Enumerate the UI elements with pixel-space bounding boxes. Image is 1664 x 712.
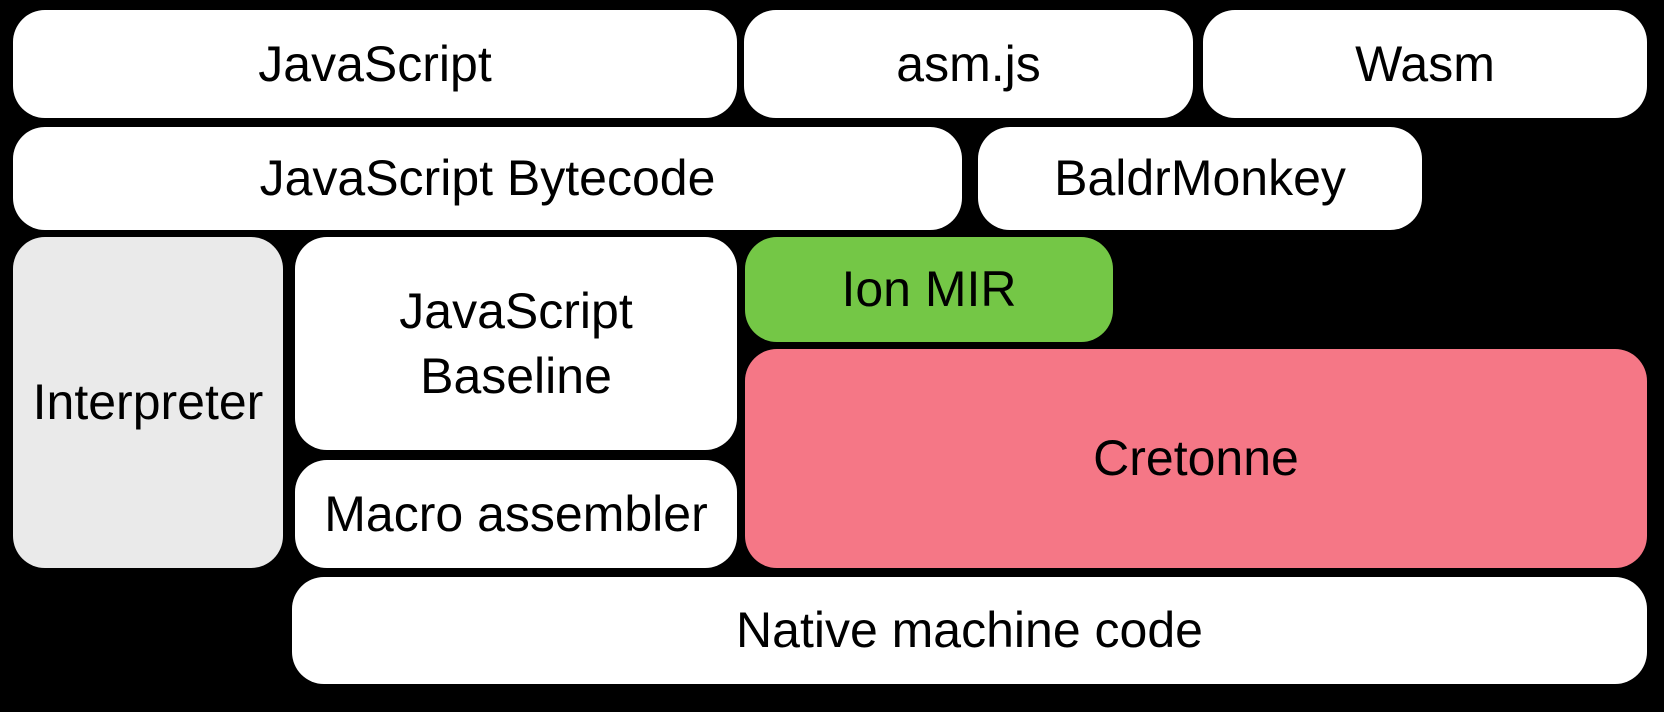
block-javascript-baseline: JavaScript Baseline bbox=[295, 237, 737, 450]
block-javascript-bytecode: JavaScript Bytecode bbox=[13, 127, 962, 230]
block-native-machine-code: Native machine code bbox=[292, 577, 1647, 684]
block-macro-assembler: Macro assembler bbox=[295, 460, 737, 568]
block-asmjs: asm.js bbox=[744, 10, 1193, 118]
block-interpreter: Interpreter bbox=[13, 237, 283, 568]
block-javascript: JavaScript bbox=[13, 10, 737, 118]
block-ion-mir: Ion MIR bbox=[745, 237, 1113, 342]
block-cretonne: Cretonne bbox=[745, 349, 1647, 568]
block-wasm: Wasm bbox=[1203, 10, 1647, 118]
block-baldrmonkey: BaldrMonkey bbox=[978, 127, 1422, 230]
